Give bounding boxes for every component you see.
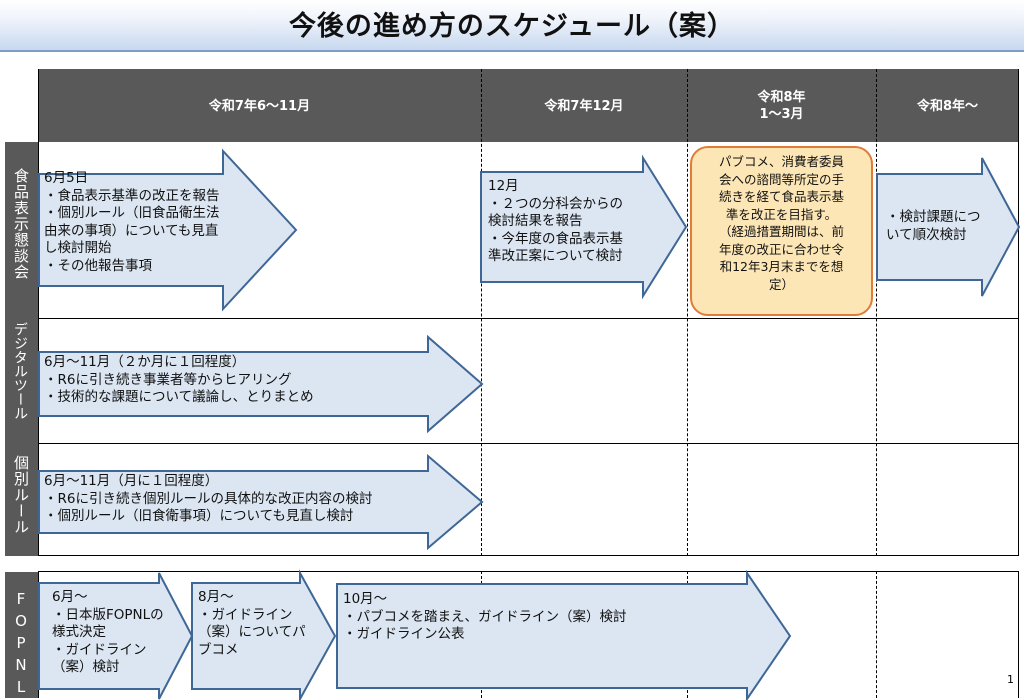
- row-label-kobetsu: [5, 444, 38, 556]
- grid-line-h2: [38, 443, 1019, 444]
- grid-line-v3: [876, 69, 877, 556]
- page-title: 今後の進め方のスケジュール（案）: [288, 11, 736, 42]
- grid-line-v2: [687, 69, 688, 556]
- arrow-r4-october: [336, 569, 792, 700]
- arrow-r2-text: 6月～11月（２か月に１回程度） ・R6に引き続き事業者等からヒアリング ・技術…: [44, 354, 314, 405]
- arrow-r4-october-text: 10月～ ・パブコメを踏まえ、ガイドライン（案）検討 ・ガイドライン公表: [343, 591, 627, 642]
- arrow-r4-june-text: 6月～ ・日本版FOPNLの 様式決定 ・ガイドライン （案）検討: [52, 589, 164, 675]
- grid-line-h3: [38, 555, 1019, 556]
- grid-line-v3-lower: [876, 571, 877, 698]
- arrow-r1-2026-text: ・検討課題につ いて順次検討: [886, 209, 981, 243]
- grid-line-left: [38, 69, 39, 556]
- row-label-fopnl: [5, 572, 38, 698]
- row-label-fopnl-text: FOPNL: [12, 590, 30, 700]
- arrow-r1-june: [38, 148, 298, 312]
- row-label-shokuhin: [5, 142, 38, 319]
- arrow-r4-august-text: 8月～ ・ガイドライン （案）についてパ ブコメ: [198, 589, 306, 658]
- grid-line-right-lower: [1018, 571, 1019, 698]
- arrow-r3: [38, 453, 484, 551]
- arrow-r4-august: [191, 569, 337, 700]
- header-col-3: 令和8年 1～3月: [757, 90, 806, 122]
- row-label-kobetsu-text: 個別ルール: [12, 455, 30, 535]
- note-box-r1-text: パブコメ、消費者委員 会への諮問等所定の手 続きを経て食品表示基 準を改正を目指…: [718, 154, 844, 292]
- header-col-1: 令和7年6～11月: [208, 99, 311, 114]
- row-label-digital: [5, 319, 38, 444]
- arrow-r1-december: [480, 154, 688, 300]
- row-label-digital-text: デジタルツール: [12, 322, 28, 420]
- row-label-shokuhin-text: 食品表示懇談会: [12, 168, 30, 280]
- grid-line-h4: [38, 571, 1019, 572]
- header-col-2: 令和7年12月: [544, 99, 624, 114]
- grid-line-v1: [481, 69, 482, 556]
- header-col-4: 令和8年～: [916, 99, 979, 114]
- note-box-r1: [690, 146, 873, 316]
- arrow-r4-june: [38, 572, 194, 700]
- arrow-r3-text: 6月～11月（月に１回程度） ・R6に引き続き個別ルールの具体的な改正内容の検討…: [44, 473, 373, 524]
- header-row: [38, 69, 1019, 142]
- arrow-r2: [38, 334, 484, 434]
- arrow-r1-2026: [876, 157, 1021, 297]
- arrow-r1-june-text: 6月5日 ・食品表示基準の改正を報告 ・個別ルール（旧食品衛生法 由来の事項）に…: [44, 170, 220, 274]
- page-number: 1: [1007, 673, 1014, 686]
- grid-line-right: [1018, 69, 1019, 556]
- title-band: [0, 0, 1024, 52]
- arrow-r1-december-text: 12月 ・２つの分科会からの 検討結果を報告 ・今年度の食品表示基 準改正案につ…: [488, 178, 623, 264]
- grid-line-h1: [38, 318, 1019, 319]
